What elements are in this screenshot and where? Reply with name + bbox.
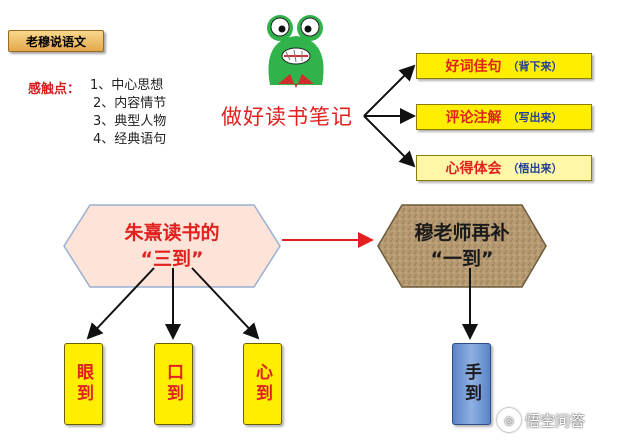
author-tag-label: 老穆说语文 [25, 34, 86, 49]
notes-option-sub: （悟出来） [507, 162, 563, 175]
notes-option-sub: （背下来） [507, 60, 563, 73]
zhuxi-arrows [86, 267, 260, 340]
mu-item-box: 手到 [452, 343, 491, 425]
key-point-item: 2、内容情节 [93, 96, 167, 111]
key-point-item: 3、典型人物 [93, 114, 167, 129]
zhuxi-line1: 朱熹读书的 [124, 222, 220, 244]
frog-mascot-icon [254, 10, 334, 96]
notes-option-box: 好词佳句 （背下来） [416, 53, 592, 79]
notes-option-main: 评论注解 [445, 110, 502, 126]
notes-option-main: 好词佳句 [445, 59, 502, 75]
notes-option-box: 评论注解 （写出来） [416, 104, 592, 130]
mu-heading: 穆老师再补 “一到” [402, 220, 522, 272]
notes-arrows [363, 64, 416, 168]
watermark: ◎ 悟空问答 [497, 408, 585, 432]
zhuxi-hexagon [63, 204, 281, 288]
zhuxi-item-box: 心到 [243, 343, 282, 425]
wukong-logo-icon: ◎ [497, 408, 521, 432]
key-point-item: 1、中心思想 [90, 78, 164, 93]
notes-option-sub: （写出来） [507, 111, 563, 124]
notes-option-main: 心得体会 [445, 161, 502, 177]
author-tag: 老穆说语文 [8, 30, 104, 52]
notes-option-box: 心得体会 （悟出来） [416, 155, 592, 181]
mu-hexagon [377, 204, 547, 288]
mu-line2: “一到” [430, 248, 494, 270]
zhuxi-heading: 朱熹读书的 “三到” [90, 220, 254, 272]
zhuxi-line2: “三到” [140, 248, 204, 270]
zhuxi-item-box: 眼到 [64, 343, 103, 425]
key-point-item: 4、经典语句 [93, 132, 167, 147]
notes-title: 做好读书笔记 [221, 105, 353, 129]
zhuxi-item-box: 口到 [154, 343, 193, 425]
key-points-label: 感触点： [28, 82, 81, 97]
mu-line1: 穆老师再补 [414, 222, 510, 244]
watermark-text: 悟空问答 [525, 411, 586, 430]
